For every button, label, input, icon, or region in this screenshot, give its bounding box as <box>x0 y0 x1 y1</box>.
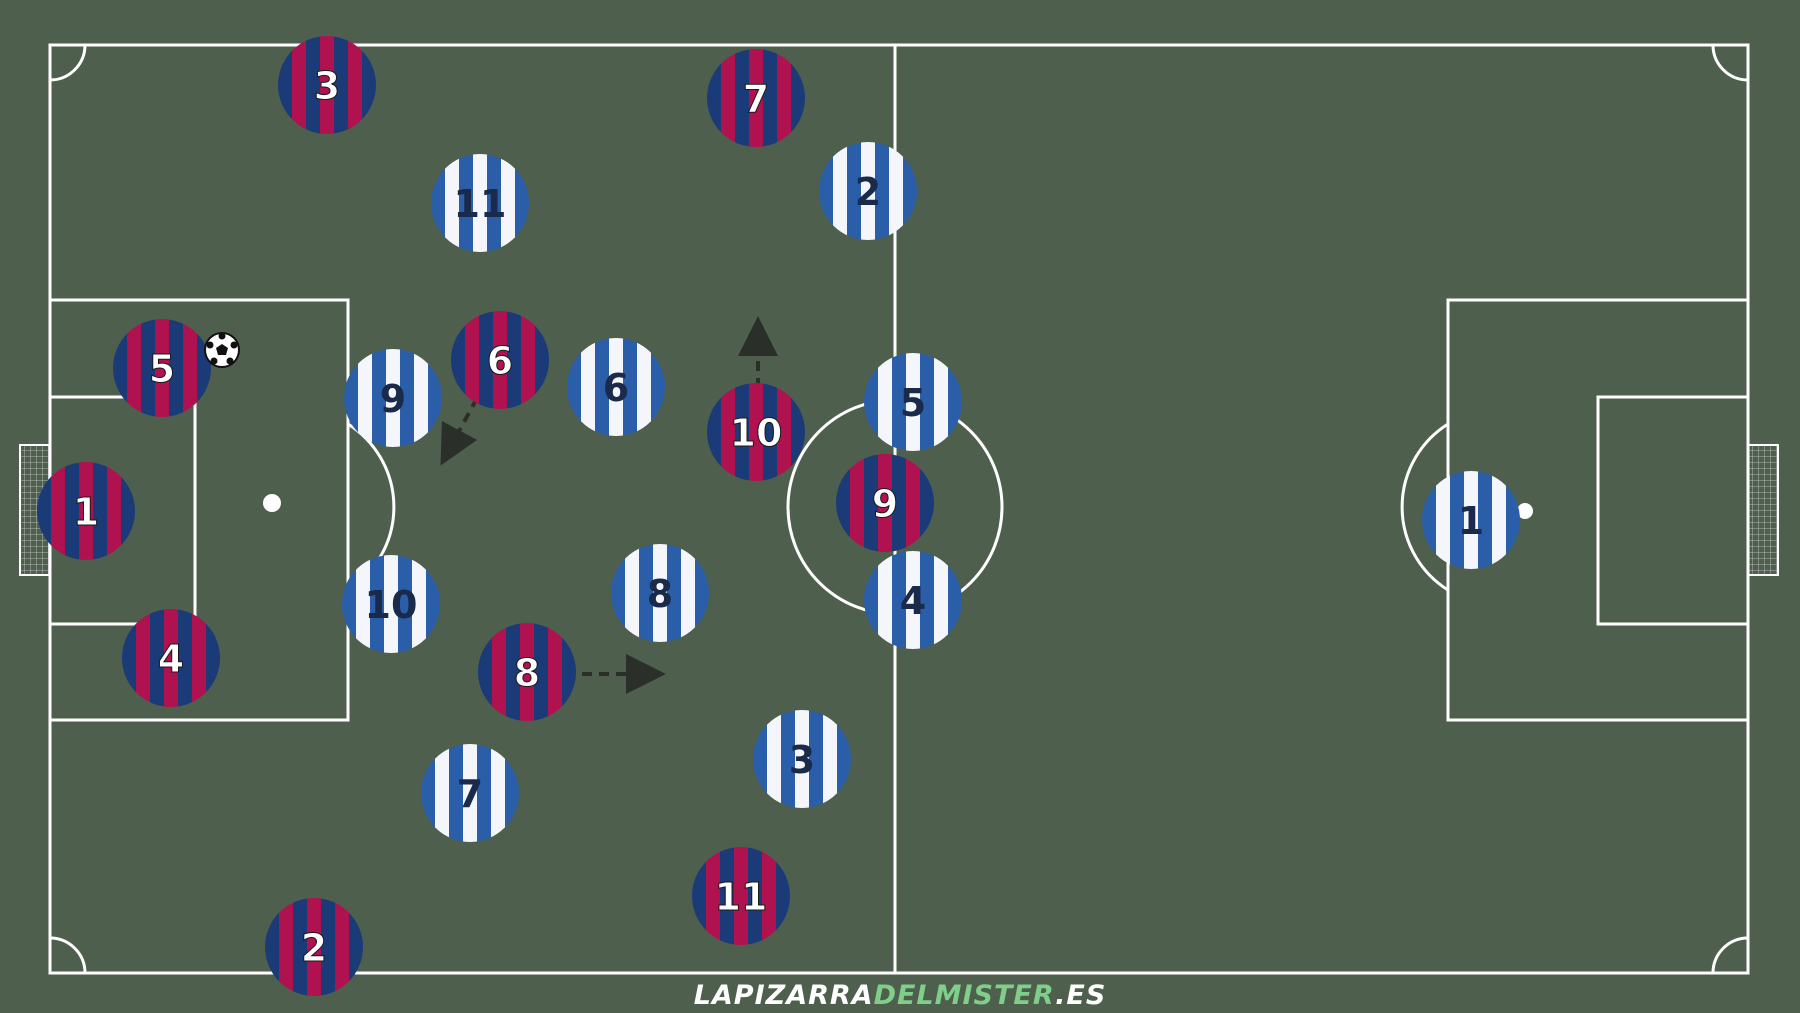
home-player-number: 10 <box>730 411 783 455</box>
away-player-token[interactable]: 8 <box>611 544 710 642</box>
away-player-number: 9 <box>380 377 406 421</box>
soccer-ball-icon[interactable] <box>204 332 240 368</box>
home-player-token[interactable]: 11 <box>692 847 791 945</box>
corner-arc-top-right <box>1711 44 1749 82</box>
away-player-number: 2 <box>855 170 881 214</box>
home-player-token[interactable]: 9 <box>836 454 935 552</box>
arrow-home-6 <box>440 397 479 466</box>
home-player-token[interactable]: 4 <box>122 609 221 707</box>
away-player-token[interactable]: 1 <box>1422 471 1521 569</box>
away-player-number: 4 <box>900 579 926 623</box>
away-player-number: 11 <box>454 182 507 226</box>
away-player-token[interactable]: 9 <box>344 349 443 447</box>
home-player-number: 4 <box>158 637 184 681</box>
away-player-token[interactable]: 10 <box>342 555 441 653</box>
home-player-number: 6 <box>487 339 513 383</box>
home-player-token[interactable]: 8 <box>478 623 577 721</box>
away-player-token[interactable]: 11 <box>431 154 530 252</box>
home-player-token[interactable]: 7 <box>707 49 806 147</box>
right-penalty-arc <box>1400 422 1449 592</box>
away-player-number: 5 <box>900 381 926 425</box>
away-player-token[interactable]: 3 <box>753 710 852 808</box>
home-player-number: 2 <box>301 926 327 970</box>
away-player-token[interactable]: 6 <box>567 338 666 436</box>
left-penalty-spot <box>263 494 281 512</box>
home-player-token[interactable]: 3 <box>278 36 377 134</box>
home-player-token[interactable]: 6 <box>451 311 550 409</box>
away-player-token[interactable]: 4 <box>864 551 963 649</box>
home-player-number: 7 <box>743 77 769 121</box>
home-player-number: 9 <box>872 482 898 526</box>
away-player-number: 8 <box>647 572 673 616</box>
home-player-token[interactable]: 2 <box>265 898 364 996</box>
away-player-number: 1 <box>1458 499 1484 543</box>
right-goal-net <box>1747 444 1779 576</box>
corner-arc-top-left <box>49 44 87 82</box>
home-player-token[interactable]: 1 <box>37 462 136 560</box>
home-player-number: 11 <box>715 875 768 919</box>
home-team: 3 7 5 6 10 9 1 4 8 11 2 <box>37 36 935 996</box>
home-player-number: 5 <box>149 347 175 391</box>
away-player-number: 7 <box>457 772 483 816</box>
corner-arc-bottom-left <box>49 936 87 974</box>
away-player-number: 10 <box>365 583 418 627</box>
away-player-number: 3 <box>789 738 815 782</box>
away-player-number: 6 <box>603 366 629 410</box>
away-player-token[interactable]: 7 <box>421 744 520 842</box>
home-player-number: 8 <box>514 651 540 695</box>
away-player-token[interactable]: 5 <box>864 353 963 451</box>
movement-arrows <box>440 316 778 694</box>
away-player-token[interactable]: 2 <box>819 142 918 240</box>
centre-spot <box>1517 503 1533 519</box>
watermark: LAPIZARRADELMISTER.ES <box>694 980 1107 1011</box>
home-player-token[interactable]: 5 <box>113 319 212 417</box>
home-player-number: 3 <box>314 64 340 108</box>
home-player-token[interactable]: 10 <box>707 383 806 481</box>
home-player-number: 1 <box>73 490 99 534</box>
away-team: 11 2 9 6 5 10 8 4 7 3 1 <box>342 142 1521 842</box>
corner-arc-bottom-right <box>1711 936 1749 974</box>
